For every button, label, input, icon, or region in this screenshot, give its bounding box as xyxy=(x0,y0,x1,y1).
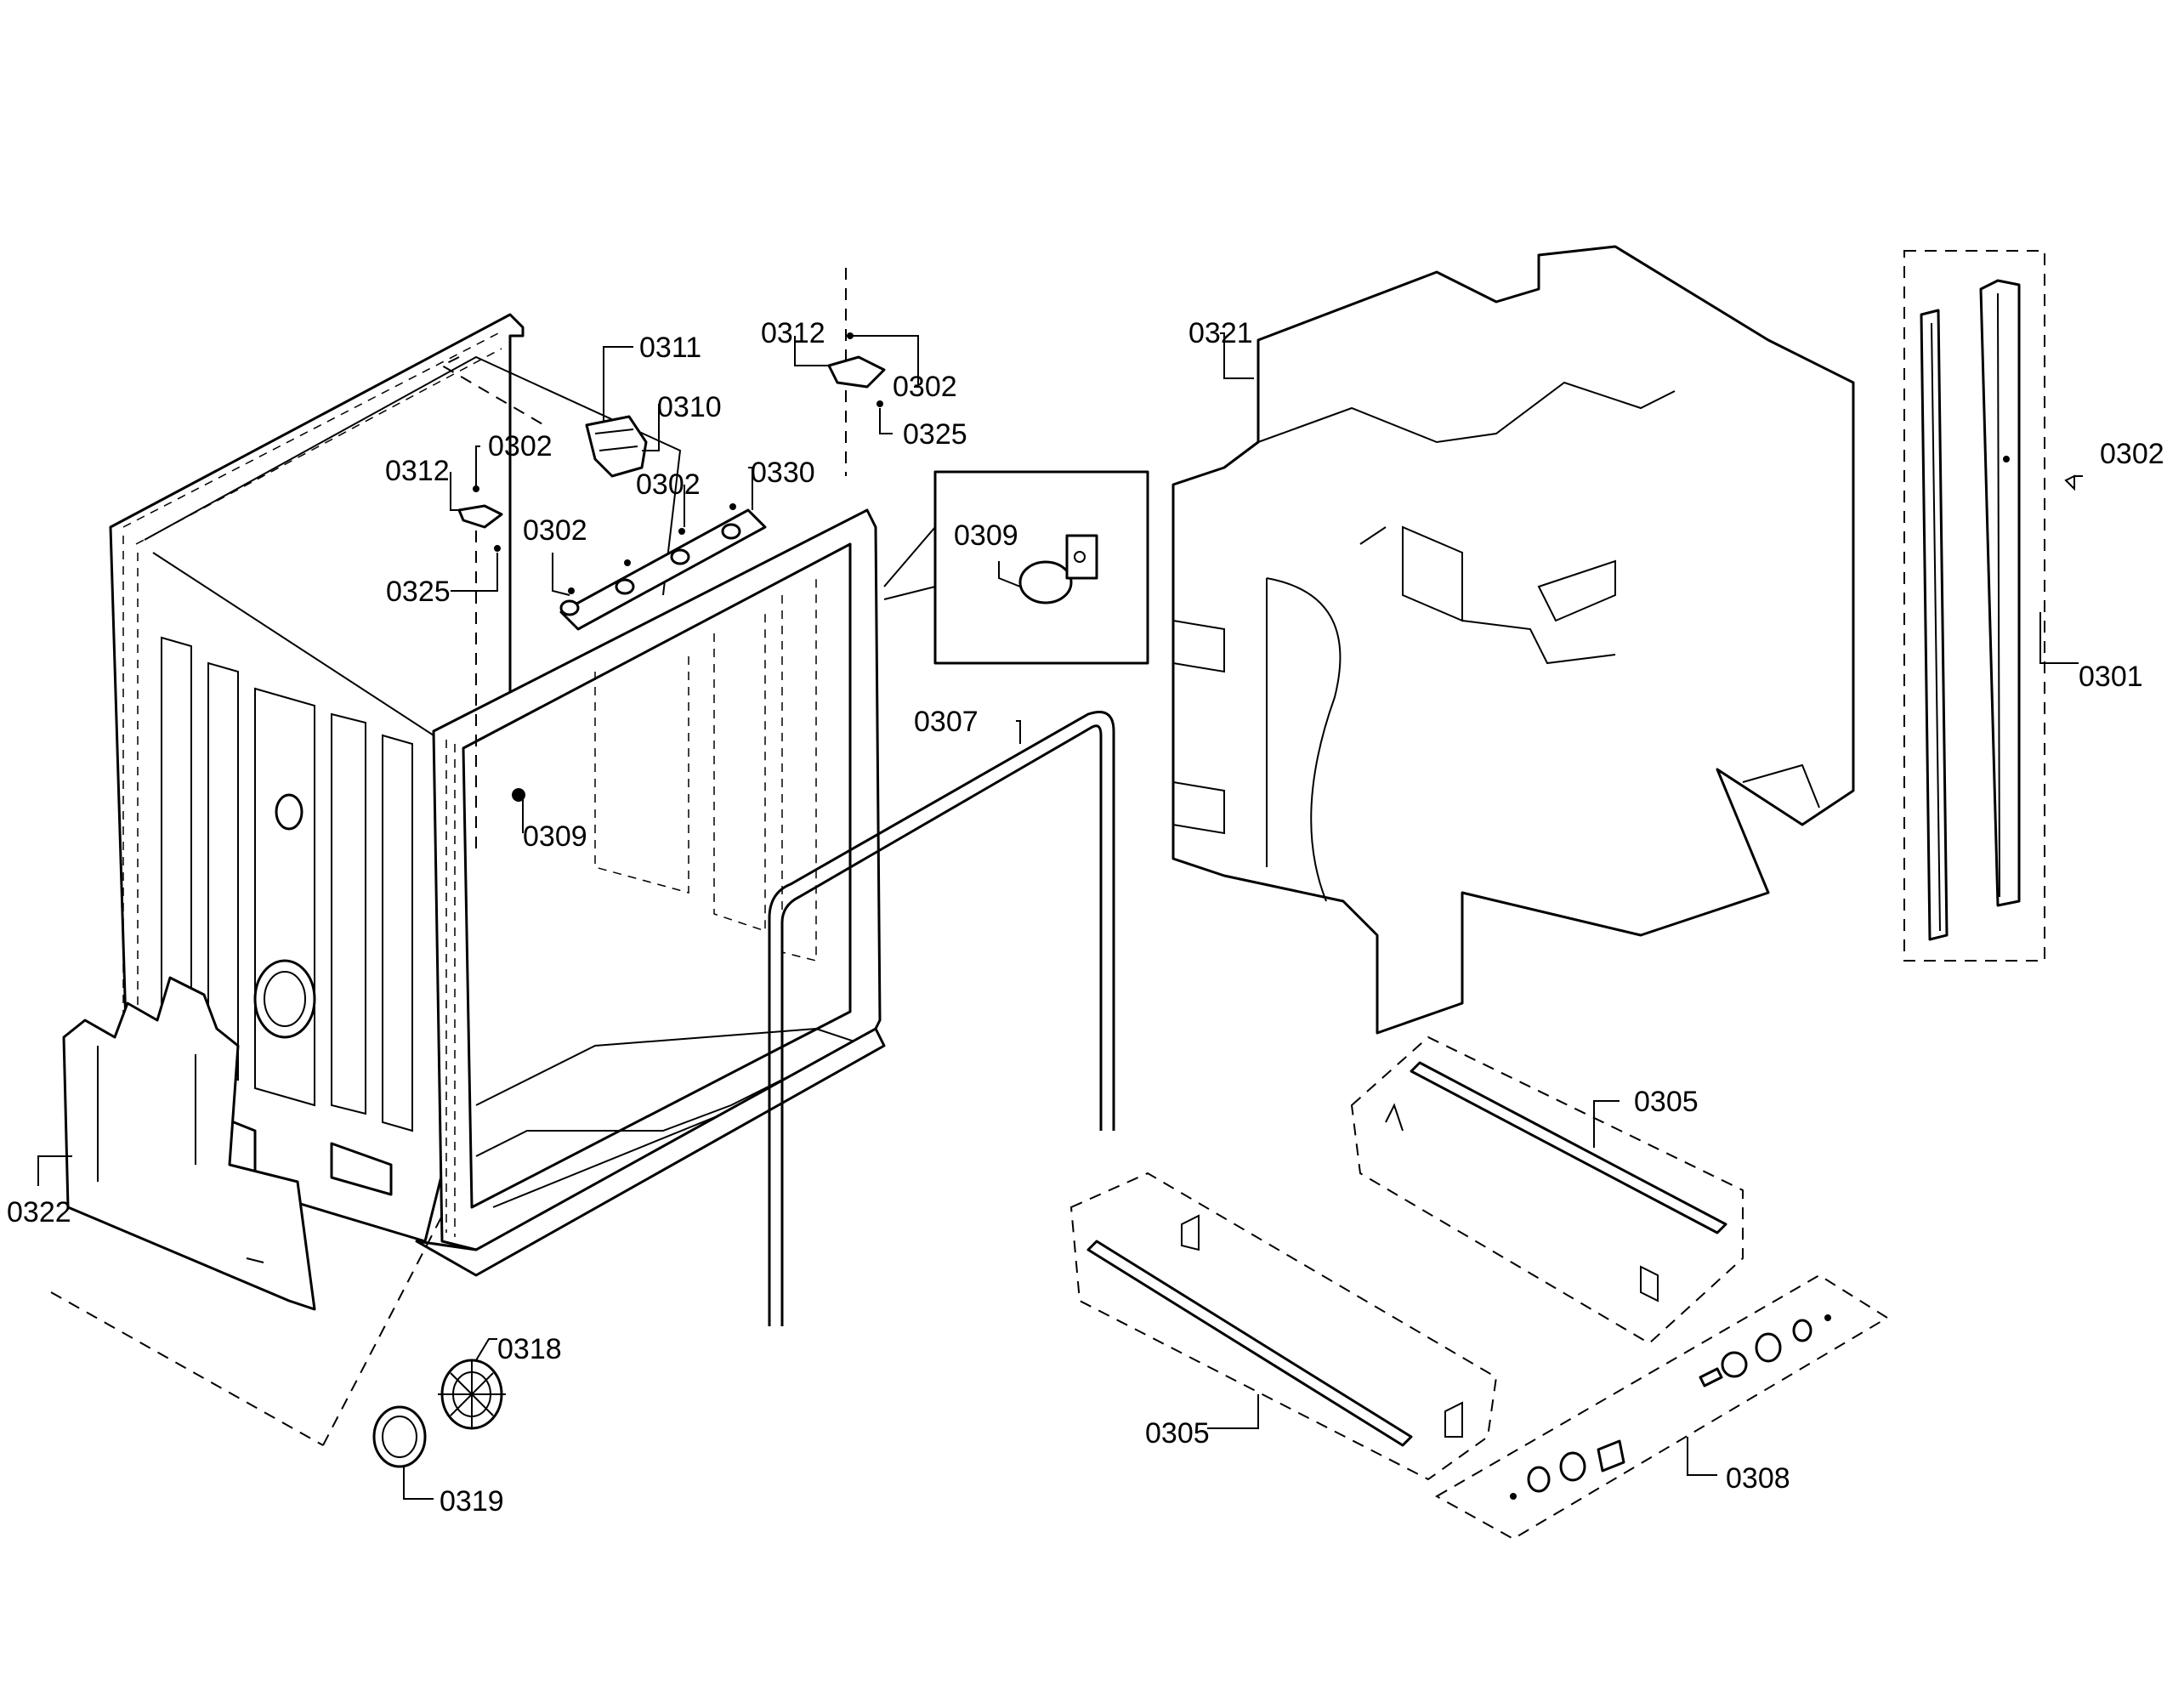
callout-0309: 0309 xyxy=(954,519,1018,552)
door-seal xyxy=(768,711,1115,1326)
guide-line xyxy=(322,1215,443,1446)
callout-0302: 0302 xyxy=(636,468,701,501)
callout-0305: 0305 xyxy=(1634,1086,1699,1118)
top-brackets xyxy=(457,332,886,802)
callout-0321: 0321 xyxy=(1188,317,1253,349)
insulation-blanket xyxy=(1171,245,1855,1035)
callout-0330: 0330 xyxy=(751,457,815,489)
side-insulation-part xyxy=(62,976,316,1311)
callout-0319: 0319 xyxy=(440,1485,504,1518)
callout-0312: 0312 xyxy=(385,455,450,487)
rail-upper xyxy=(1350,1036,1744,1345)
wheels-box xyxy=(1434,1274,1889,1541)
rail-lower xyxy=(1069,1172,1498,1481)
callout-0311: 0311 xyxy=(639,332,701,364)
callout-0307: 0307 xyxy=(914,706,979,738)
callout-labels: 0311 0310 0312 0302 0325 0302 0302 0330 … xyxy=(7,317,2164,1518)
callout-0305: 0305 xyxy=(1145,1417,1210,1450)
callout-0310: 0310 xyxy=(657,391,722,423)
callout-0309: 0309 xyxy=(523,820,587,853)
callout-0322: 0322 xyxy=(7,1196,71,1229)
inset-detail-0309 xyxy=(883,470,1149,665)
callout-0312: 0312 xyxy=(761,317,825,349)
callout-0325: 0325 xyxy=(903,418,967,451)
callout-0302: 0302 xyxy=(488,430,553,462)
callout-0301: 0301 xyxy=(2079,661,2143,693)
callout-0308: 0308 xyxy=(1726,1462,1790,1495)
callout-0302: 0302 xyxy=(2100,438,2164,470)
guide-line xyxy=(440,356,545,426)
guide-line xyxy=(50,1291,324,1446)
callout-0302: 0302 xyxy=(523,514,587,547)
side-trim-box xyxy=(1903,250,2075,962)
callout-0325: 0325 xyxy=(386,576,451,608)
callout-0318: 0318 xyxy=(497,1333,562,1365)
pump-parts xyxy=(372,1359,506,1468)
callout-0302: 0302 xyxy=(893,371,957,403)
leader-lines xyxy=(37,332,2083,1500)
